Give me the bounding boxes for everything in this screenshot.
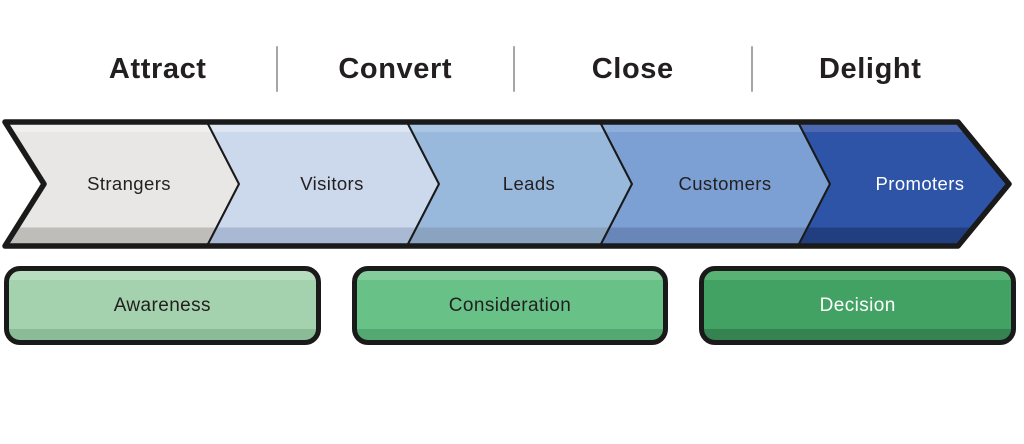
funnel-stage-label-promoters: Promoters [875,173,965,194]
journey-row: Awareness Consideration Decision [4,266,1017,345]
funnel-band: Strangers Visitors Leads Customers Promo… [2,119,1014,249]
journey-box-consideration: Consideration [351,266,669,345]
journey-box-label: Awareness [113,294,211,316]
funnel-stage-label-visitors: Visitors [300,173,364,194]
funnel-stage-label-leads: Leads [502,173,556,194]
funnel-stage-label-strangers: Strangers [87,173,171,194]
journey-box-awareness: Awareness [4,266,321,345]
journey-box-label: Consideration [448,294,572,316]
funnel-stage-label-customers: Customers [678,173,772,194]
journey-box-decision: Decision [699,266,1017,345]
journey-box-label: Decision [819,294,896,316]
phase-divider [275,46,278,92]
phase-label-delight: Delight [819,52,922,85]
funnel-band-graphic [2,119,1012,249]
phase-divider [750,46,753,92]
phase-divider [513,46,515,92]
inbound-funnel-diagram: Attract Convert Close Delight Strangers … [0,44,1024,345]
phase-label-attract: Attract [108,52,207,85]
phase-label-convert: Convert [338,52,453,85]
funnel-band-outline [2,119,1012,249]
phase-label-close: Close [591,52,674,85]
phase-row: Attract Convert Close Delight [40,44,988,94]
